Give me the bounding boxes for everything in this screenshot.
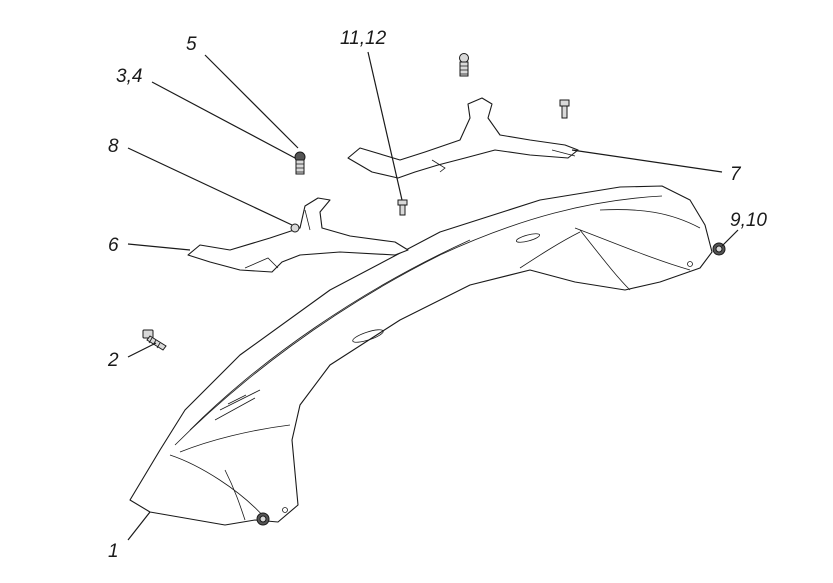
- leader-8: [127, 147, 293, 226]
- part-7-screw: [559, 99, 570, 119]
- callout-6: 6: [108, 235, 119, 256]
- part-3-4-screw-washer: [294, 151, 306, 175]
- part-7-bracket: [347, 97, 579, 179]
- callout-1: 1: [108, 541, 119, 562]
- callout-labels: 1 2 3,4 5 6 7 8 9,10 11,12: [107, 28, 767, 562]
- part-9-10-nut: [712, 242, 726, 256]
- leader-7: [571, 149, 723, 173]
- part-6-bracket: [187, 197, 409, 273]
- leader-1: [127, 511, 151, 541]
- callout-3-4: 3,4: [116, 66, 142, 87]
- part-1-cover: [129, 185, 713, 526]
- callout-8: 8: [108, 136, 119, 157]
- part-2-bolt: [142, 329, 167, 351]
- leader-11-12: [367, 51, 403, 201]
- leader-2: [127, 342, 157, 358]
- callout-2: 2: [107, 350, 119, 371]
- leader-6: [127, 243, 191, 251]
- part-5-screw: [459, 53, 469, 77]
- leader-lines: [127, 51, 739, 541]
- part-11-12-screw: [397, 199, 408, 216]
- leader-5: [204, 54, 299, 149]
- callout-7: 7: [730, 164, 742, 185]
- leader-3-4: [151, 81, 296, 159]
- callout-5: 5: [186, 34, 197, 55]
- leader-9-10: [721, 229, 739, 247]
- callout-11-12: 11,12: [340, 28, 387, 49]
- callout-9-10: 9,10: [730, 210, 767, 231]
